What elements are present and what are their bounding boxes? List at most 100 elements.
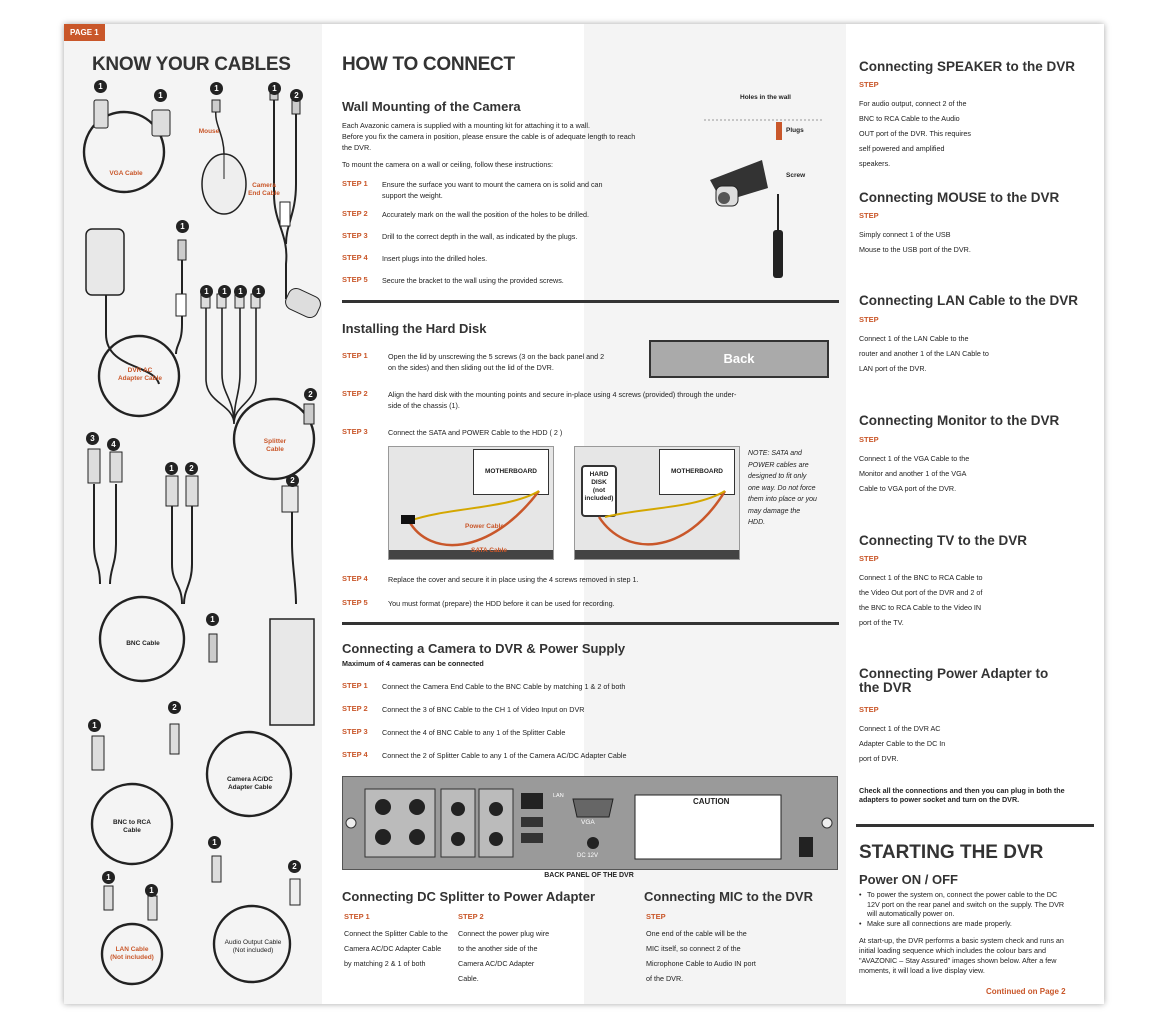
know-cables-title: KNOW YOUR CABLES bbox=[92, 54, 291, 75]
camera-acdc-label: Camera AC/DC Adapter Cable bbox=[227, 776, 273, 791]
hdd-heading: Installing the Hard Disk bbox=[342, 321, 487, 336]
badge-2: 2 bbox=[168, 701, 181, 714]
right-column-panel: Connecting SPEAKER to the DVR STEP For a… bbox=[846, 24, 1104, 1004]
how-to-connect-title: HOW TO CONNECT bbox=[342, 54, 515, 75]
caution-label: CAUTION bbox=[693, 797, 730, 806]
lan-cable-label: LAN Cable (Not included) bbox=[110, 946, 154, 961]
badge-1: 1 bbox=[176, 220, 189, 233]
power-bullets: •To power the system on, connect the pow… bbox=[859, 890, 1069, 928]
power-cable-label: Power Cable bbox=[465, 523, 505, 530]
mic-step-label: STEP bbox=[646, 912, 666, 921]
splitter-step2-text: Connect the power plug wire to the anoth… bbox=[458, 929, 550, 983]
wall-camera-figure bbox=[704, 119, 822, 278]
audio-output-label: Audio Output Cable (Not included) bbox=[224, 939, 282, 954]
badge-2: 2 bbox=[286, 474, 299, 487]
splitter-cable-label: Splitter Cable bbox=[263, 438, 287, 453]
badge-1: 1 bbox=[88, 719, 101, 732]
wall-intro: Each Avazonic camera is supplied with a … bbox=[342, 120, 642, 170]
bnc-rca-label: BNC to RCA Cable bbox=[113, 819, 151, 834]
speaker-step: STEP bbox=[859, 80, 879, 89]
mouse-label: Mouse bbox=[198, 128, 220, 135]
vga-port-label: VGA bbox=[581, 819, 595, 826]
monitor-heading: Connecting Monitor to the DVR bbox=[859, 413, 1060, 428]
plugs-label: Plugs bbox=[786, 127, 804, 134]
speaker-text: For audio output, connect 2 of the BNC t… bbox=[859, 99, 971, 168]
check-connections-note: Check all the connections and then you c… bbox=[859, 786, 1065, 804]
splitter-heading: Connecting DC Splitter to Power Adapter bbox=[342, 889, 596, 904]
bullet-item: •Make sure all connections are made prop… bbox=[859, 918, 1012, 928]
badge-1: 1 bbox=[200, 285, 213, 298]
badge-1: 1 bbox=[165, 462, 178, 475]
monitor-text: Connect 1 of the VGA Cable to the Monito… bbox=[859, 454, 970, 493]
dvr-ac-adapter-label: DVR AC Adapter Cable bbox=[117, 367, 163, 382]
camera-end-cable-label: Camera End Cable bbox=[248, 182, 280, 197]
bnc-cable-label: BNC Cable bbox=[126, 640, 160, 647]
lan-text: Connect 1 of the LAN Cable to the router… bbox=[859, 334, 989, 373]
badge-3: 3 bbox=[86, 432, 99, 445]
starting-dvr-title: STARTING THE DVR bbox=[859, 842, 1044, 863]
motherboard-box: MOTHERBOARD bbox=[659, 449, 735, 495]
bullet-item: •To power the system on, connect the pow… bbox=[859, 890, 1065, 918]
badge-1: 1 bbox=[210, 82, 223, 95]
monitor-step: STEP bbox=[859, 435, 879, 444]
tv-step: STEP bbox=[859, 554, 879, 563]
motherboard-box: MOTHERBOARD bbox=[473, 449, 549, 495]
badge-2: 2 bbox=[290, 89, 303, 102]
sata-cable-label: SATA Cable bbox=[471, 547, 507, 554]
badge-1: 1 bbox=[208, 836, 221, 849]
badge-1: 1 bbox=[206, 613, 219, 626]
mouse-heading: Connecting MOUSE to the DVR bbox=[859, 190, 1060, 205]
badge-2: 2 bbox=[185, 462, 198, 475]
badge-1: 1 bbox=[218, 285, 231, 298]
startup-text: At start-up, the DVR performs a basic sy… bbox=[859, 936, 1064, 975]
hdd-diagram-2: MOTHERBOARD HARD DISK (not included) bbox=[574, 446, 740, 560]
lan-port-label: LAN bbox=[553, 793, 564, 799]
page-tag: PAGE 1 bbox=[64, 24, 105, 41]
divider bbox=[342, 622, 839, 625]
power-onoff-heading: Power ON / OFF bbox=[859, 872, 958, 887]
mouse-text: Simply connect 1 of the USB Mouse to the… bbox=[859, 230, 971, 254]
continued-link[interactable]: Continued on Page 2 bbox=[986, 987, 1066, 996]
mic-heading: Connecting MIC to the DVR bbox=[644, 889, 813, 904]
badge-2: 2 bbox=[304, 388, 317, 401]
badge-1: 1 bbox=[94, 80, 107, 93]
splitter-step1-label: STEP 1 bbox=[344, 912, 370, 921]
mic-step-text: One end of the cable will be the MIC its… bbox=[646, 929, 756, 983]
cables-drawing bbox=[389, 490, 553, 559]
badge-1: 1 bbox=[145, 884, 158, 897]
camera-max-note: Maximum of 4 cameras can be connected bbox=[342, 659, 484, 668]
wall-mount-heading: Wall Mounting of the Camera bbox=[342, 99, 521, 114]
wall-intro-line2: Before you fix the camera in position, p… bbox=[342, 132, 636, 152]
power-heading: Connecting Power Adapter to the DVR bbox=[859, 666, 1049, 695]
wall-intro-line3: To mount the camera on a wall or ceiling… bbox=[342, 160, 553, 169]
cables-drawing bbox=[575, 490, 739, 559]
manual-page: PAGE 1 KNOW YOUR CABLES bbox=[64, 24, 1104, 1004]
hard-disk-box: HARD DISK (not included) bbox=[581, 465, 617, 517]
lan-step: STEP bbox=[859, 315, 879, 324]
cables-illustration bbox=[82, 85, 321, 986]
know-your-cables-panel: PAGE 1 KNOW YOUR CABLES bbox=[64, 24, 322, 1004]
dvr-back-panel: CAUTION VGA DC 12V LAN bbox=[342, 776, 838, 870]
splitter-step1-text: Connect the Splitter Cable to the Camera… bbox=[344, 929, 448, 968]
back-label: Back bbox=[723, 351, 755, 366]
screw-label: Screw bbox=[786, 172, 806, 179]
badge-4: 4 bbox=[107, 438, 120, 451]
camera-connect-heading: Connecting a Camera to DVR & Power Suppl… bbox=[342, 641, 626, 656]
tv-heading: Connecting TV to the DVR bbox=[859, 533, 1027, 548]
tv-text: Connect 1 of the BNC to RCA Cable to the… bbox=[859, 573, 983, 627]
speaker-heading: Connecting SPEAKER to the DVR bbox=[859, 59, 1076, 74]
dc-port-label: DC 12V bbox=[577, 853, 599, 859]
badge-1: 1 bbox=[154, 89, 167, 102]
